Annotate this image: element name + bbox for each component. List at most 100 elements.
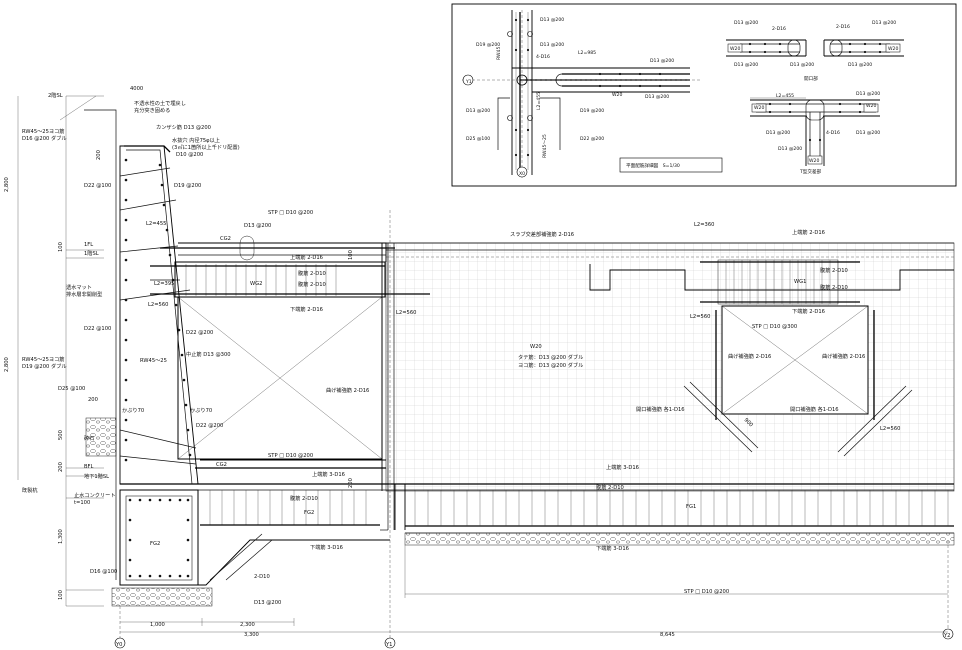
label-web-2d10c: 腹筋 2-D10 [596,483,624,491]
label-w-rebar2: D16 @200 ダブル [22,134,67,142]
label-bot-2d16: 下端筋 2-D16 [290,305,323,313]
label-opening-1: 開口補強筋 各1-D16 [636,405,685,413]
inset-d25: D25 @100 [466,136,490,142]
label-gravel: 砕石 [84,434,94,442]
label-gravel1: 透水マット [66,283,92,291]
label-rw-rebar2: D19 @200 ダブル [22,362,67,370]
label-w20-v2: ヨコ筋：D13 @200 ダブル [518,361,583,369]
inset-l2-985: L2=985 [578,50,596,56]
fg2-stirrups [209,490,367,525]
label-dim-100c: 100 [58,590,64,600]
label-d13-200: D13 @200 [244,223,271,229]
label-bot-3d16: 下端筋 3-D16 [310,543,343,551]
fg1-stirrups [414,490,949,526]
inset-r-d13-c: D13 @200 [790,62,814,68]
label-dim-2800: 2,800 [4,177,10,192]
label-axis-y1: Y1 [385,642,392,648]
label-cg2: CG2 [220,236,231,242]
label-axis-y2: Y2 [943,633,950,639]
label-w20: W20 [530,344,542,350]
inset-rw45: RW45 [496,47,502,60]
label-dim-2800b: 2,800 [4,357,10,372]
label-fg2-footing: FG2 [150,541,160,547]
label-top-2d16: 上端筋 2-D16 [290,253,323,261]
inset-r-opening: 開口部 [804,75,818,82]
label-dim-8645: 8,645 [660,632,675,638]
inset-x0: X0 [519,171,525,177]
label-l2-395: L2=395 [154,281,174,287]
label-sealing1: 止水コンクリート [74,491,116,499]
inset-r-d13-f: D13 @200 [856,91,880,97]
inset-r-d13-g2: D13 @200 [778,146,802,152]
label-d13-200b: D13 @200 [254,600,281,606]
label-d25-100: D25 @100 [58,386,85,392]
label-sealing2: t=100 [74,500,90,506]
label-stp-d10: STP □ D10 @200 [268,210,313,216]
inset-y1: Y1 [465,79,472,85]
inset-r-w20-a: W20 [730,46,740,52]
label-d16-100: D16 @100 [90,569,117,575]
label-dim-200d: 200 [348,478,354,488]
inset-r-d13-d: D13 @200 [872,20,896,26]
label-soil-note2: 充分突き固める [134,106,170,114]
label-l2-560b: L2=560 [396,310,416,316]
label-dim-1300: 1,300 [58,529,64,544]
label-slab-bar: スラブ交差部補強筋 2-D16 [510,230,574,238]
label-axis-y0: Y0 [115,642,122,648]
inset-r-d13-e: D13 @200 [848,62,872,68]
inset-d13-b: D13 @200 [650,58,674,64]
label-w20-v1: タテ筋：D13 @200 ダブル [518,353,583,361]
inset-r-w20-c: W20 [866,103,876,109]
label-d22-200: D22 @200 [186,330,213,336]
label-web-2d10d: 腹筋 2-D10 [290,494,318,502]
wg1-stirrups [725,260,831,304]
label-dim-3300: 3,300 [244,632,259,638]
inset-r-t-section: T型交差部 [799,168,822,175]
label-dim-500: 500 [58,430,64,440]
label-l2-360: L2=360 [694,222,714,228]
label-bfl: BFL [84,464,94,470]
inset-opening-detail: D13 @200 2-D16 W20 D13 @200 D13 @200 2-D… [726,20,904,175]
wall-footing [119,489,199,586]
label-gl2: 2階SL [48,91,63,99]
inset-r-d13-b: D13 @200 [734,62,758,68]
label-wg2: WG2 [250,281,262,287]
gravel-pocket [85,417,117,457]
label-d22-100: D22 @100 [84,183,111,189]
label-tatekin: 中止筋 D13 @300 [186,350,231,358]
label-l2-455: L2=455 [146,221,166,227]
label-dim-200c: 200 [58,462,64,472]
inset-d13-c: D13 @200 [466,108,490,114]
label-d22-200b: D22 @200 [196,423,223,429]
label-web-2d10e: 腹筋 2-D10 [820,266,848,274]
label-dim-100: 100 [58,242,64,252]
inset-d13-a: D13 @200 [540,17,564,23]
inset-r-2d16-b: 2-D16 [836,24,850,30]
inset-rw45-2: RW45～25 [542,134,548,158]
wg1-rebar-cage [717,259,839,305]
inset-r-w20-d: W20 [809,158,819,164]
label-two-d10: 2-D10 [254,574,270,580]
inset-r-w20-b: W20 [888,46,898,52]
label-stp-d10-300: STP □ D10 @300 [752,324,797,330]
main-labels: 2階SL 4000 不透水性の土で埋戻し 充分突き固める カンザシ筋 D13 @… [4,86,950,648]
label-l2-560c: L2=560 [690,314,710,320]
label-web-2d10: 腹筋 2-D10 [298,269,326,277]
label-sl1: 1階SL [84,249,99,257]
inset-d19: D19 @200 [476,42,500,48]
label-stp-d10-200b: STP □ D10 @200 [268,453,313,459]
label-web-2d10b: 腹筋 2-D10 [298,280,326,288]
label-fg1: FG1 [686,504,696,510]
label-rw: RW45～25 [140,358,167,364]
label-bot-3d16b: 下端筋 3-D16 [596,544,629,552]
gravel-bed [404,532,955,546]
inset-r-w20-e: W20 [754,105,764,111]
label-pipe-note2: (3㎡に1箇所以上千ドリ配置) [172,143,240,151]
inset-r-d13-h: D13 @200 [856,130,880,136]
label-dim-1000: 1,000 [150,622,165,628]
inset-r-l2-455: L2=455 [776,93,794,99]
label-web-2d10f: 腹筋 2-D10 [820,283,848,291]
inset-r-2d16: 2-D16 [772,26,786,32]
label-bend-right: 曲げ補強筋 2-D16 [822,352,865,360]
